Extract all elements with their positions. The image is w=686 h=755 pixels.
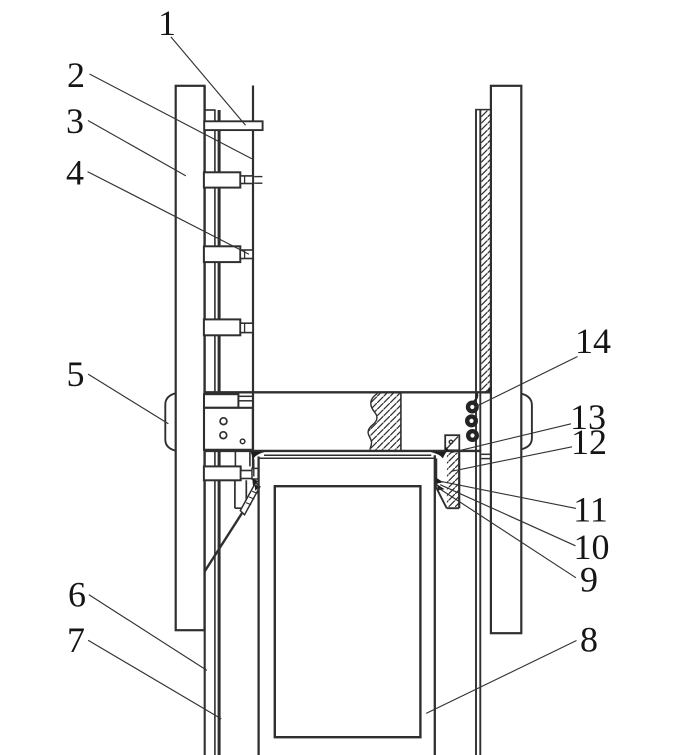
callout-leader-1 [170,36,246,126]
chain-links [465,393,480,443]
callout-leader-9 [438,487,577,579]
jamb-block [251,467,259,480]
strut-pivot-fill-lower [254,484,260,491]
callout-leader-13 [450,423,572,454]
pivot-bracket-chamfer [434,485,448,509]
chain-link-3 [466,429,480,443]
right-strip-corner-fill [485,386,492,393]
bracket-row3-body [202,245,242,264]
chain-link-2 [465,414,479,428]
right-hatched-strip [481,110,490,393]
callout-leader-8 [425,639,577,714]
chain-link-1 [465,400,479,414]
callout-leader-4 [87,171,250,255]
callout-leader-12 [451,446,573,472]
callout-leader-7 [87,639,222,720]
top-bar-bracket [203,120,264,132]
plate-hole-2 [219,430,228,440]
callout-leader-14 [474,355,578,408]
right-corner-wedge [430,451,447,459]
bracket-row2-nub [239,175,254,185]
bracket-row4-body [202,318,242,337]
strut-lower-line [203,511,244,573]
callout-label-2: 2 [67,55,85,95]
pivot-bracket-hatch [446,452,459,507]
beam-break-squiggle [367,392,378,451]
callout-leaders [87,36,578,720]
callout-leader-10 [439,484,576,547]
strut-hatch-ticks [245,490,258,506]
bracket-row4-nub [239,322,254,334]
bracket-row2-body [202,171,242,189]
left-buffer-bump [164,391,178,453]
callout-label-14: 14 [575,321,611,361]
left-pillar [174,84,206,632]
pin-plate-pin [448,439,454,445]
callout-label-9: 9 [580,560,598,600]
callout-label-3: 3 [66,101,84,141]
callout-leader-3 [87,119,187,177]
carriage-plate [202,406,254,451]
inner-panel [273,485,422,739]
pivot-bracket [434,450,461,510]
left-bracket-rows [202,120,264,510]
callout-label-7: 7 [67,620,85,660]
plate-hole-3 [239,438,246,445]
sash-side-frames [253,455,436,755]
callout-label-5: 5 [67,354,85,394]
callout-label-11: 11 [573,490,608,530]
callout-label-4: 4 [66,153,84,193]
callout-leader-6 [88,594,208,671]
pin-plate-assembly [444,434,461,452]
right-pillar [489,84,523,635]
pivot-pin-fill-upper [436,477,444,484]
callout-label-1: 1 [158,3,176,43]
strut-pivot-fill-upper [252,478,259,486]
callout-label-6: 6 [68,575,86,615]
callout-labels: 1 2 3 4 5 6 7 8 9 10 11 12 13 14 [66,3,611,660]
pin-plate-corner-fill [445,446,450,451]
bracket-row6-nub [239,469,254,480]
chain-hook [473,393,479,403]
plate-hole-1 [219,416,228,426]
callout-label-13: 13 [570,397,606,437]
callout-label-10: 10 [574,527,610,567]
callout-label-8: 8 [580,620,598,660]
callout-label-12: 12 [571,422,607,462]
bracket-row5-body [203,393,240,409]
callout-leader-11 [441,481,577,509]
sash-top-rails [259,453,491,460]
callout-leader-2 [89,73,253,160]
callout-leader-5 [87,373,169,425]
bracket-row3-nub [239,249,254,260]
left-corner-wedge [250,451,265,459]
bracket-row6-body [202,465,242,482]
